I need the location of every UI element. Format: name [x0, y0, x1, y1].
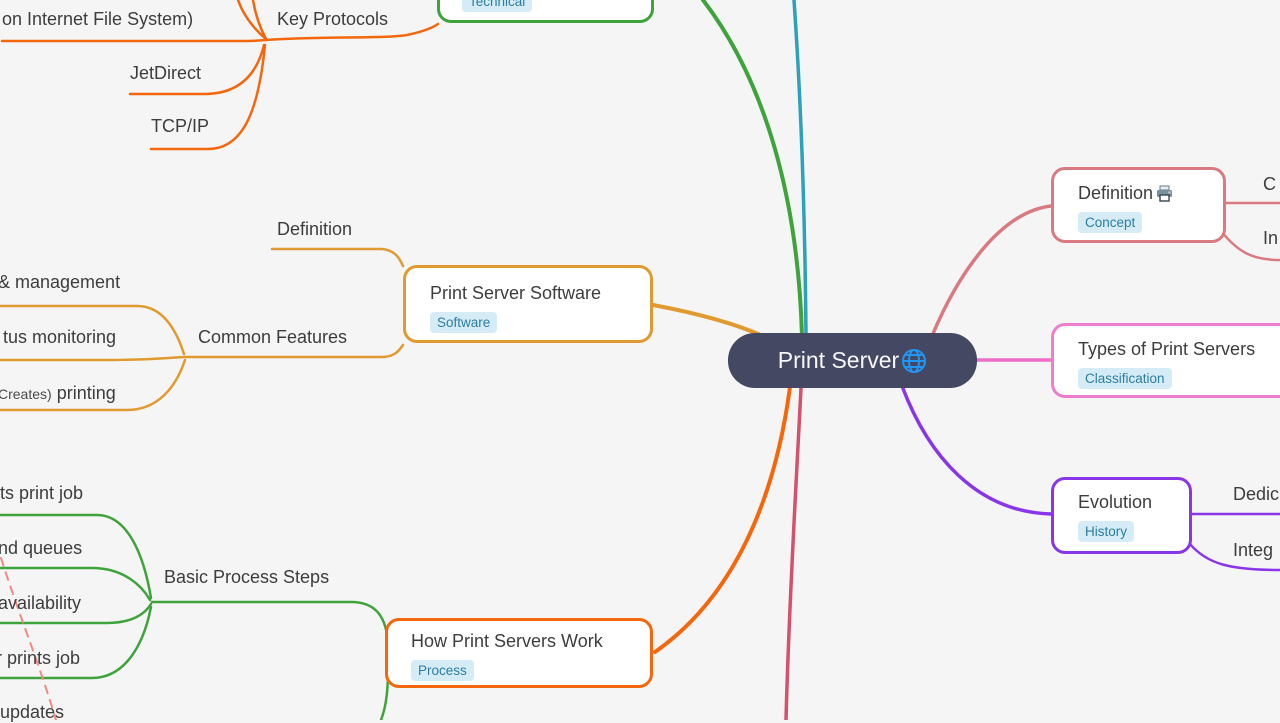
node-step-updates[interactable]: updates	[0, 702, 65, 722]
node-evolution-child-1[interactable]: Dedic	[1233, 484, 1280, 504]
node-technical[interactable]: Technical	[437, 0, 654, 23]
node-how-print-servers-work[interactable]: How Print Servers Work Process	[385, 618, 653, 688]
node-evolution-child-2[interactable]: Integ	[1233, 540, 1274, 560]
printer-icon	[1156, 185, 1173, 202]
node-jetdirect[interactable]: JetDirect	[130, 63, 202, 83]
link-offscreen-protocol-1	[236, 0, 268, 41]
node-evolution[interactable]: Evolution History	[1051, 477, 1192, 554]
link-root-technical	[701, 0, 804, 338]
node-management[interactable]: & management	[0, 272, 121, 292]
link-monitoring	[0, 355, 186, 362]
types-title: Types of Print Servers	[1078, 339, 1256, 359]
node-key-protocols[interactable]: Key Protocols	[277, 9, 389, 29]
definition-badge: Concept	[1078, 212, 1143, 233]
node-cifs[interactable]: on Internet File System)	[2, 9, 194, 29]
node-definition[interactable]: Definition Concept	[1051, 167, 1226, 243]
printing-text: printing	[56, 383, 116, 403]
root-node-print-server[interactable]: Print Server	[728, 333, 977, 388]
link-root-offscreen-bottom	[784, 386, 803, 720]
link-definition-sw	[270, 247, 405, 268]
node-types-of-print-servers[interactable]: Types of Print Servers Classification	[1051, 323, 1280, 398]
globe-icon	[901, 348, 927, 374]
software-badge: Software	[430, 312, 498, 333]
root-label: Print Server	[777, 347, 900, 373]
node-step-prints[interactable]: r prints job	[0, 648, 81, 668]
link-root-offscreen-top	[792, 0, 808, 338]
node-definition-child-1[interactable]: C	[1263, 174, 1276, 194]
node-step-queues[interactable]: nd queues	[0, 538, 83, 558]
link-basic-steps	[150, 600, 390, 720]
technical-badge: Technical	[462, 0, 533, 12]
definition-title: Definition	[1078, 183, 1154, 203]
node-status-monitoring[interactable]: tus monitoring	[3, 327, 117, 347]
link-cifs	[0, 38, 268, 43]
software-title: Print Server Software	[430, 283, 602, 303]
link-root-definition	[930, 204, 1053, 338]
evolution-title: Evolution	[1078, 492, 1153, 512]
printing-prefix: Creates)	[0, 386, 52, 402]
evolution-badge: History	[1078, 521, 1135, 542]
link-root-how	[653, 385, 792, 654]
how-title: How Print Servers Work	[411, 631, 603, 651]
node-step-submit[interactable]: ts print job	[0, 483, 84, 503]
node-tcpip[interactable]: TCP/IP	[151, 116, 210, 136]
node-common-features[interactable]: Common Features	[198, 327, 348, 347]
types-badge: Classification	[1078, 368, 1172, 389]
link-offscreen-protocol-2	[251, 0, 268, 41]
link-root-evolution	[900, 384, 1053, 516]
node-step-availability[interactable]: availability	[0, 593, 82, 613]
node-software-definition[interactable]: Definition	[277, 219, 353, 239]
node-print-server-software[interactable]: Print Server Software Software	[403, 265, 653, 343]
node-basic-process-steps[interactable]: Basic Process Steps	[164, 567, 330, 587]
how-badge: Process	[411, 660, 474, 681]
node-printing[interactable]: Creates) printing	[0, 383, 116, 405]
node-definition-child-2[interactable]: In	[1263, 228, 1279, 248]
link-dashed-offscreen	[0, 557, 57, 720]
